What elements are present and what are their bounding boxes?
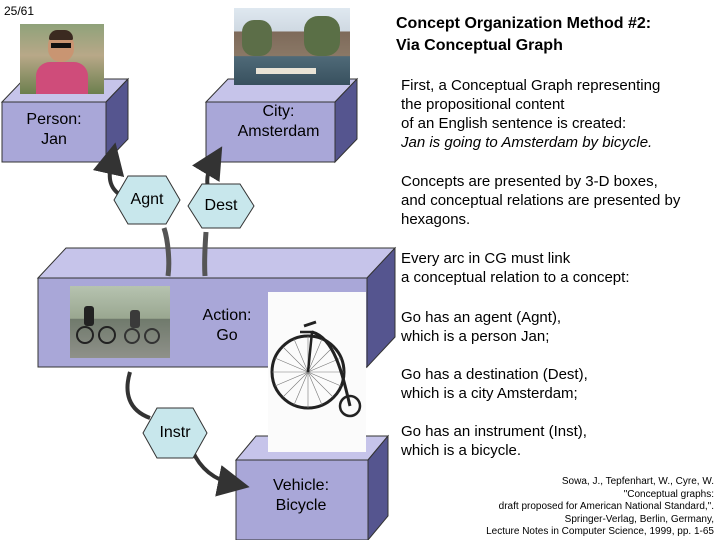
- page-number: 25/61: [4, 4, 35, 18]
- description-destination: Go has a destination (Dest), which is a …: [401, 365, 588, 403]
- desc-line: Go has a destination (Dest),: [401, 366, 588, 383]
- action-type: Action:: [202, 307, 252, 324]
- instr-relation-hexagon: [142, 407, 208, 459]
- person-photo: [20, 24, 104, 94]
- agnt-relation-label: Agnt: [130, 191, 164, 208]
- cyclists-photo: [70, 286, 170, 358]
- dest-relation-label: Dest: [204, 197, 238, 214]
- arc-go-to-dest: [202, 231, 209, 277]
- desc-line: which is a person Jan;: [401, 328, 550, 345]
- desc-line: which is a bicycle.: [401, 442, 522, 459]
- citation-line: draft proposed for American National Sta…: [498, 501, 714, 513]
- description-intro: First, a Conceptual Graph representing t…: [401, 76, 660, 152]
- desc-line: Go has an agent (Agnt),: [401, 309, 562, 326]
- slide-title-line2: Via Conceptual Graph: [396, 37, 563, 54]
- desc-line: First, a Conceptual Graph representing: [401, 77, 661, 94]
- action-referent: Go: [216, 327, 238, 344]
- citation: Sowa, J., Tepfenhart, W., Cyre, W. "Conc…: [486, 476, 714, 539]
- desc-line: hexagons.: [401, 211, 471, 228]
- arc-instr-to-vehicle: [190, 449, 250, 497]
- city-type: City:: [262, 103, 295, 120]
- desc-line: the propositional content: [401, 96, 565, 113]
- example-sentence: Jan is going to Amsterdam by bicycle.: [401, 134, 653, 151]
- desc-line: Go has an instrument (Inst),: [401, 423, 587, 440]
- description-instrument: Go has an instrument (Inst), which is a …: [401, 422, 587, 460]
- penny-farthing-photo: [268, 292, 366, 452]
- amsterdam-photo: [234, 8, 350, 85]
- dest-relation-hexagon: [187, 183, 255, 229]
- description-agent: Go has an agent (Agnt), which is a perso…: [401, 308, 561, 346]
- city-concept-label: City: Amsterdam: [222, 102, 335, 142]
- desc-line: Every arc in CG must link: [401, 250, 571, 267]
- arc-go-to-agnt: [161, 227, 172, 277]
- person-referent: Jan: [41, 131, 67, 148]
- agnt-relation-hexagon: [113, 175, 181, 225]
- person-concept-label: Person: Jan: [2, 110, 106, 150]
- citation-line: Sowa, J., Tepfenhart, W., Cyre, W.: [561, 476, 714, 487]
- description-notation: Concepts are presented by 3-D boxes, and…: [401, 172, 680, 229]
- desc-line: Concepts are presented by 3-D boxes,: [401, 173, 658, 190]
- person-type: Person:: [26, 111, 82, 128]
- slide-title-line1: Concept Organization Method #2:: [396, 15, 652, 32]
- desc-line: and conceptual relations are presented b…: [401, 192, 681, 209]
- citation-line: Lecture Notes in Computer Science, 1999,…: [486, 526, 714, 538]
- vehicle-referent: Bicycle: [275, 497, 327, 514]
- citation-line: Springer-Verlag, Berlin, Germany,: [564, 513, 714, 525]
- action-concept-label: Action: Go: [190, 306, 264, 346]
- arc-go-to-instr: [125, 371, 151, 420]
- desc-line: of an English sentence is created:: [401, 115, 627, 132]
- citation-line: "Conceptual graphs:: [623, 488, 714, 500]
- desc-line: which is a city Amsterdam;: [401, 385, 578, 402]
- vehicle-concept-label: Vehicle: Bicycle: [256, 476, 346, 516]
- vehicle-type: Vehicle:: [272, 477, 330, 494]
- desc-line: a conceptual relation to a concept:: [401, 269, 630, 286]
- description-arc-rule: Every arc in CG must link a conceptual r…: [401, 249, 630, 287]
- slide-title: Concept Organization Method #2: Via Conc…: [396, 13, 651, 57]
- city-referent: Amsterdam: [237, 123, 320, 140]
- instr-relation-label: Instr: [159, 424, 191, 441]
